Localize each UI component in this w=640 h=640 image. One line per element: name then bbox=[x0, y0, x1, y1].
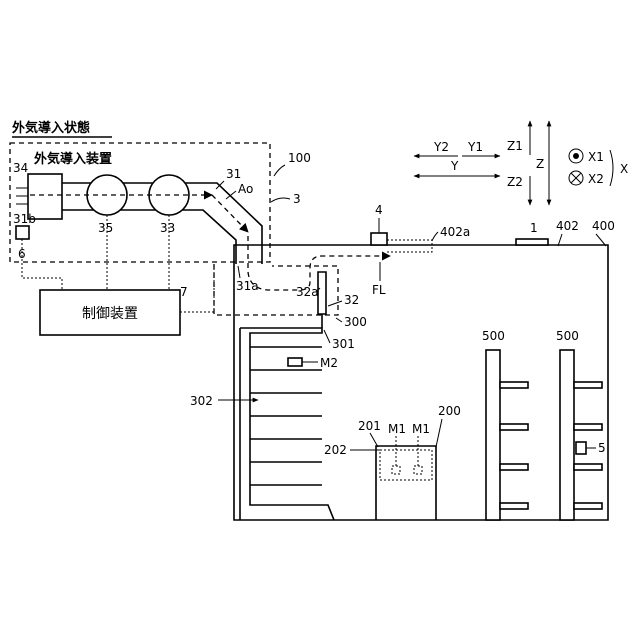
state-title: 外気導入状態 bbox=[11, 120, 90, 136]
ref-500-a: 500 bbox=[482, 329, 505, 343]
sensor-m1-b bbox=[414, 466, 422, 474]
ref-31a: 31a bbox=[236, 279, 259, 293]
rack-a-arm-4 bbox=[500, 503, 528, 509]
ref-201: 201 bbox=[358, 419, 381, 433]
axis-y-label: Y bbox=[450, 159, 459, 173]
housing-400 bbox=[234, 245, 608, 520]
axis-x1-label: X1 bbox=[588, 150, 604, 164]
ref-34: 34 bbox=[13, 161, 28, 175]
ref-31: 31 bbox=[226, 167, 241, 181]
axis-x-label: X bbox=[620, 162, 628, 176]
sensor-m1-a bbox=[392, 466, 400, 474]
axis-z2-label: Z2 bbox=[507, 175, 523, 189]
ref-300: 300 bbox=[344, 315, 367, 329]
ref-m2: M2 bbox=[320, 356, 338, 370]
leader-201 bbox=[370, 433, 378, 447]
ref-35: 35 bbox=[98, 221, 113, 235]
ref-4: 4 bbox=[375, 203, 383, 217]
partition-32a bbox=[318, 272, 326, 314]
part-4 bbox=[371, 233, 387, 245]
device-name: 外気導入装置 bbox=[33, 151, 112, 167]
leader-3 bbox=[271, 198, 290, 202]
ref-m1-a: M1 bbox=[388, 422, 406, 436]
sensor-5 bbox=[576, 442, 586, 454]
ref-1: 1 bbox=[530, 221, 538, 235]
axis-y1-label: Y1 bbox=[467, 140, 483, 154]
axis-z-label: Z bbox=[536, 157, 544, 171]
ref-100: 100 bbox=[288, 151, 311, 165]
leader-32 bbox=[328, 301, 342, 306]
ref-202: 202 bbox=[324, 443, 347, 457]
region-402a bbox=[387, 240, 432, 252]
sensor-6 bbox=[16, 226, 29, 239]
sensor-m2 bbox=[288, 358, 302, 366]
rack-a-arm-1 bbox=[500, 382, 528, 388]
ref-7: 7 bbox=[180, 285, 188, 299]
region-202 bbox=[380, 450, 432, 480]
axis-x-brace bbox=[610, 150, 613, 186]
rack-b-arm-2 bbox=[574, 424, 602, 430]
ref-302: 302 bbox=[190, 394, 213, 408]
ref-31b: 31b bbox=[13, 212, 36, 226]
ref-400: 400 bbox=[592, 219, 615, 233]
signal-line-6 bbox=[22, 239, 62, 290]
ref-301: 301 bbox=[332, 337, 355, 351]
airflow-downturn-arrow bbox=[212, 195, 248, 232]
rack-500-a bbox=[486, 350, 500, 520]
rack-b-arm-1 bbox=[574, 382, 602, 388]
leader-31a bbox=[238, 266, 240, 278]
ref-6: 6 bbox=[18, 247, 26, 261]
axis-z1-label: Z1 bbox=[507, 139, 523, 153]
rack-500-b bbox=[560, 350, 574, 520]
ref-200: 200 bbox=[438, 404, 461, 418]
leader-402a bbox=[432, 232, 438, 241]
duct-31-upper-wall bbox=[28, 183, 262, 264]
part-1 bbox=[516, 239, 548, 245]
leader-300 bbox=[336, 318, 342, 322]
axis-y2-label: Y2 bbox=[433, 140, 449, 154]
leader-301 bbox=[324, 330, 330, 343]
ref-402a: 402a bbox=[440, 225, 470, 239]
label-ao: Ao bbox=[238, 182, 253, 196]
airflow-fl-arrow bbox=[248, 236, 390, 290]
rack-b-arm-4 bbox=[574, 503, 602, 509]
rack-b-arm-3 bbox=[574, 464, 602, 470]
ref-500-b: 500 bbox=[556, 329, 579, 343]
ref-32: 32 bbox=[344, 293, 359, 307]
ref-32a: 32a bbox=[296, 285, 319, 299]
rack-a-arm-2 bbox=[500, 424, 528, 430]
ref-m1-b: M1 bbox=[412, 422, 430, 436]
axis-x1-dot bbox=[573, 153, 579, 159]
axis-x2-label: X2 bbox=[588, 172, 604, 186]
device-200 bbox=[376, 446, 436, 520]
label-fl: FL bbox=[372, 283, 386, 297]
leader-100 bbox=[274, 165, 285, 176]
controller-label: 制御装置 bbox=[82, 306, 138, 322]
leader-200 bbox=[436, 419, 442, 447]
rack-a-arm-3 bbox=[500, 464, 528, 470]
ref-5: 5 bbox=[598, 441, 606, 455]
ref-33: 33 bbox=[160, 221, 175, 235]
ref-3: 3 bbox=[293, 192, 301, 206]
ref-402: 402 bbox=[556, 219, 579, 233]
